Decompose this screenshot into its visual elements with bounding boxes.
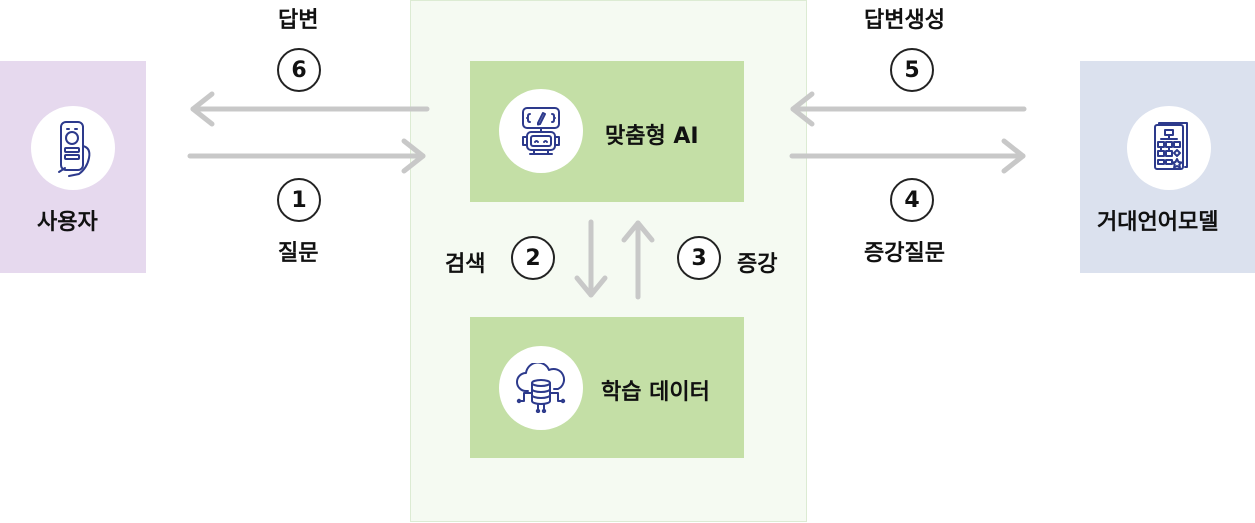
step-3-number: 3 — [677, 236, 721, 280]
step-6-number: 6 — [277, 48, 321, 92]
step-1-number: 1 — [277, 178, 321, 222]
smartphone-hand-icon — [31, 106, 115, 190]
ai-label: 맞춤형 AI — [605, 124, 699, 149]
user-label: 사용자 — [37, 210, 98, 235]
llm-label: 거대언어모델 — [1097, 210, 1219, 235]
step-3-label: 증강 — [737, 252, 778, 277]
step-2-number: 2 — [511, 236, 555, 280]
arrow-answer-to-user — [190, 91, 430, 127]
step-4-label: 증강질문 — [864, 241, 945, 266]
flowchart-document-icon — [1127, 106, 1211, 190]
step-1-label: 질문 — [278, 241, 319, 266]
step-2-label: 검색 — [445, 252, 486, 277]
cloud-database-icon — [499, 346, 583, 430]
training-data-node: 학습 데이터 — [470, 317, 744, 458]
training-data-label: 학습 데이터 — [601, 380, 710, 405]
step-5-number: 5 — [890, 48, 934, 92]
arrow-search-down — [574, 219, 608, 298]
robot-icon — [499, 89, 583, 173]
user-node: 사용자 — [0, 61, 146, 273]
arrow-question-to-ai — [187, 138, 426, 174]
step-6-label: 답변 — [278, 8, 319, 33]
arrow-generated-answer-to-ai — [790, 91, 1027, 127]
ai-node: 맞춤형 AI — [470, 61, 744, 202]
step-4-number: 4 — [890, 178, 934, 222]
arrow-augmented-question-to-llm — [789, 138, 1026, 174]
arrow-augment-up — [621, 220, 655, 300]
step-5-label: 답변생성 — [864, 8, 945, 33]
llm-node: 거대언어모델 — [1080, 61, 1255, 273]
